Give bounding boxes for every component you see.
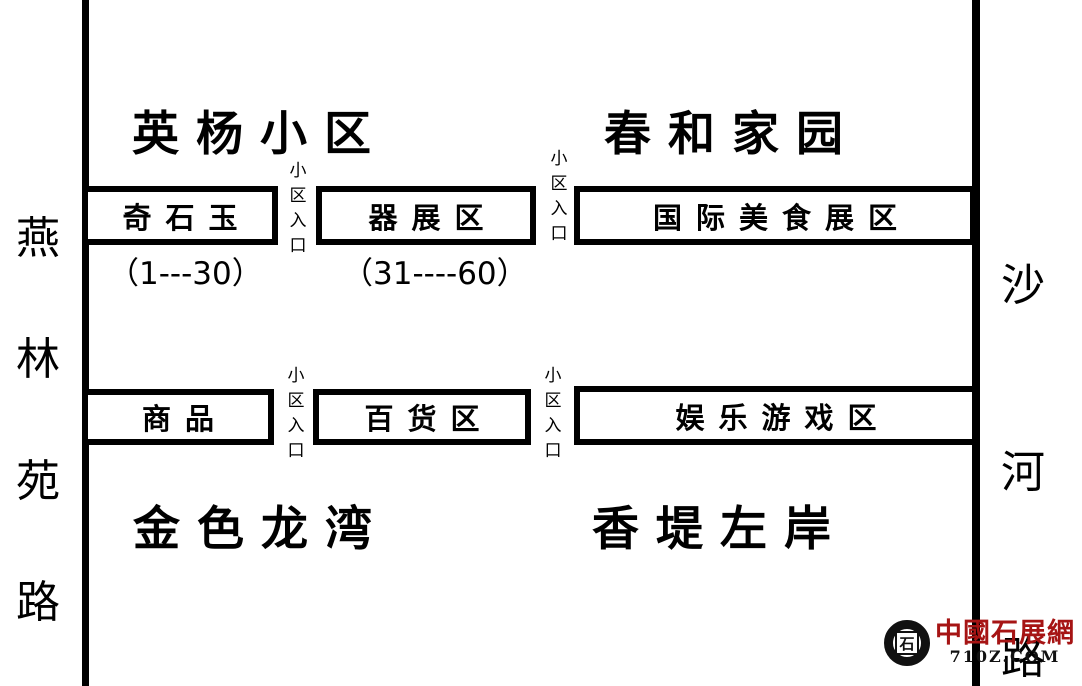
entrance-char-0: 小	[287, 366, 305, 386]
logo-site-name: 中國石展網	[935, 618, 1075, 650]
street-left-char-3: 路	[16, 577, 60, 629]
stone-seal-icon: 石	[884, 620, 930, 666]
zone-label: 商品	[141, 402, 228, 436]
street-right-char-2: 路	[1001, 633, 1045, 685]
entrance-bottom-right: 小 区 入 口	[542, 364, 564, 465]
zone-label: 器展区	[368, 200, 498, 235]
entrance-char-2: 入	[550, 199, 568, 220]
seal-char: 石	[895, 631, 919, 655]
entrance-char-3: 口	[544, 441, 562, 462]
zone-label: 娱乐游戏区	[675, 400, 891, 435]
zone-box-guoji-meishi[interactable]: 国际美食展区	[574, 186, 976, 245]
entrance-char-0: 小	[289, 161, 307, 181]
zone-box-qi-shi-yu[interactable]: 奇石玉	[82, 186, 278, 245]
entrance-char-1: 区	[550, 174, 568, 195]
entrance-char-1: 区	[544, 391, 562, 412]
entrance-char-2: 入	[544, 416, 562, 437]
zone-label: 百货区	[364, 402, 494, 436]
entrance-char-3: 口	[287, 441, 305, 462]
entrance-char-1: 区	[289, 186, 307, 207]
zone-box-yule-youxi[interactable]: 娱乐游戏区	[574, 386, 978, 445]
entrance-char-2: 入	[289, 211, 307, 232]
zone-range-qi-zhan-qu: （31----60）	[342, 256, 528, 292]
community-name-chun-he: 春和家园	[604, 107, 860, 162]
entrance-top-right: 小 区 入 口	[548, 147, 570, 248]
site-watermark-logo: 石 中國石展網 710Z.COM	[884, 620, 1075, 666]
logo-text-block: 中國石展網 710Z.COM	[935, 620, 1075, 665]
street-label-left: 燕 林 苑 路	[6, 148, 70, 686]
zone-label: 国际美食展区	[652, 200, 911, 235]
street-right-char-0: 沙	[1001, 260, 1045, 312]
community-name-xiang-di: 香堤左岸	[592, 502, 848, 557]
entrance-top-left: 小 区 入 口	[287, 159, 309, 260]
entrance-char-1: 区	[287, 391, 305, 412]
street-left-char-2: 苑	[16, 455, 60, 507]
entrance-bottom-left: 小 区 入 口	[285, 364, 307, 465]
left-road-line	[82, 0, 89, 686]
right-road-line	[972, 0, 980, 686]
zone-box-shang-pin[interactable]: 商品	[82, 389, 274, 445]
zone-label: 奇石玉	[122, 200, 252, 235]
entrance-char-0: 小	[550, 149, 568, 169]
street-label-right: 沙 河 路	[988, 146, 1058, 686]
street-left-char-1: 林	[16, 334, 60, 386]
entrance-char-0: 小	[544, 366, 562, 386]
street-left-char-0: 燕	[16, 212, 60, 264]
community-name-jin-se: 金色龙湾	[133, 502, 389, 557]
community-name-ying-yang: 英杨小区	[132, 107, 388, 162]
zone-box-bai-huo-qu[interactable]: 百货区	[313, 389, 531, 445]
zone-box-qi-zhan-qu[interactable]: 器展区	[316, 186, 536, 245]
seal-ring-icon	[884, 620, 930, 666]
zone-range-qi-shi-yu: （1---30）	[108, 256, 263, 292]
street-right-char-1: 河	[1001, 446, 1045, 498]
entrance-char-2: 入	[287, 416, 305, 437]
logo-site-url: 710Z.COM	[949, 646, 1061, 666]
entrance-char-3: 口	[289, 236, 307, 257]
entrance-char-3: 口	[550, 224, 568, 245]
